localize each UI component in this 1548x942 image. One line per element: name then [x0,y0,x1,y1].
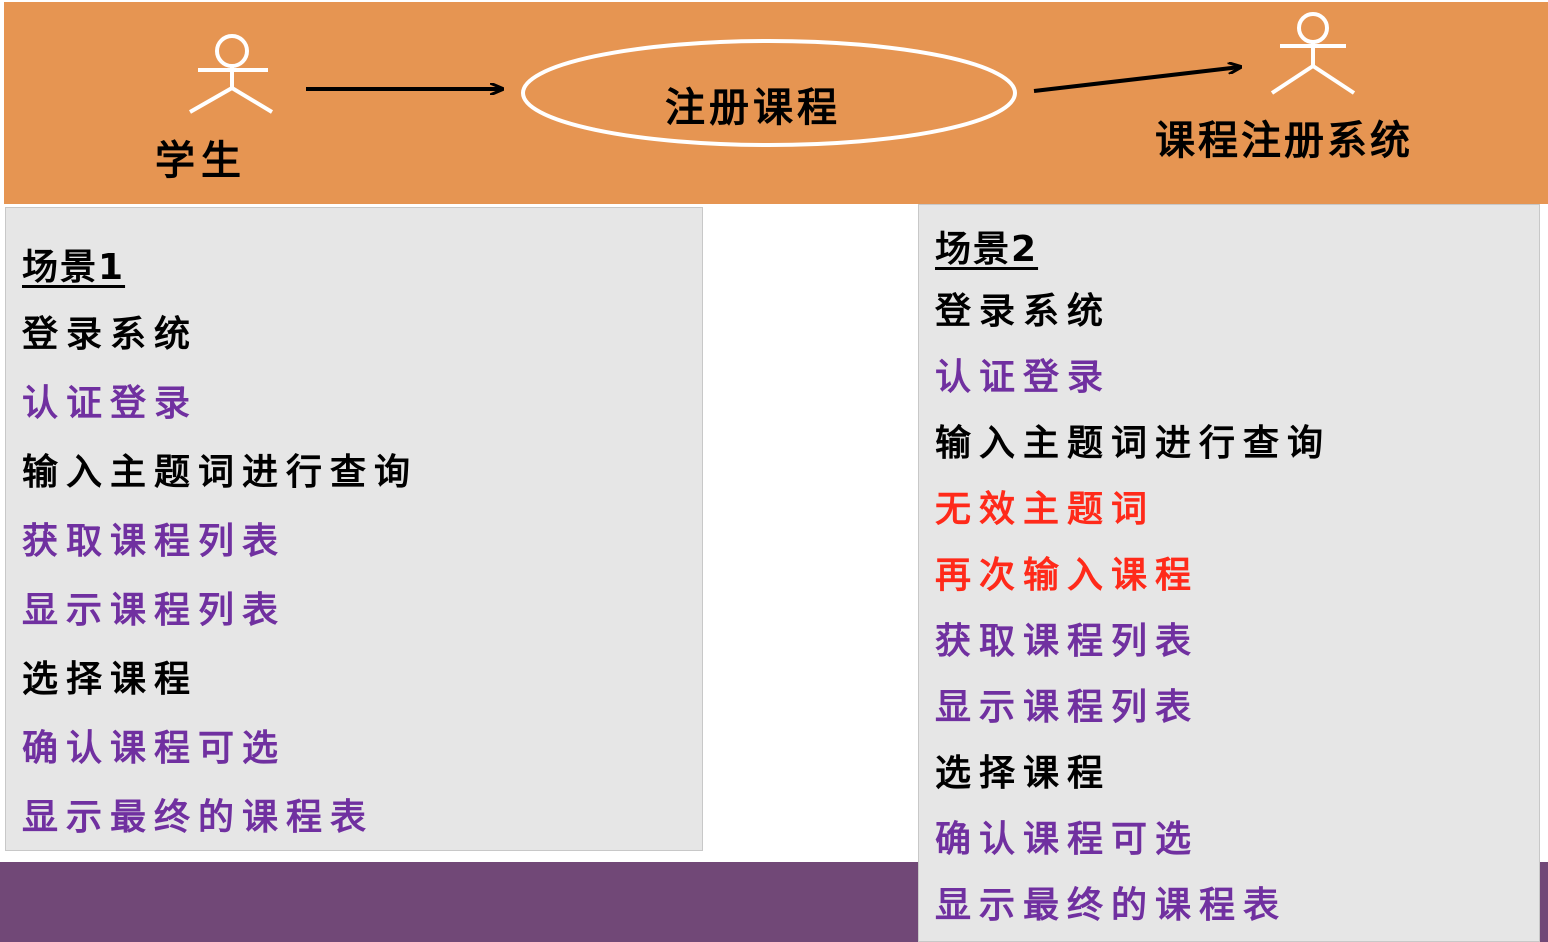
student-actor-label: 学生 [155,138,247,184]
scenario-2-step: 显示课程列表 [935,687,1200,728]
scenario-2-step: 再次输入课程 [935,555,1200,596]
use-case-diagram [189,12,1356,147]
use-case-label: 注册课程 [665,85,841,131]
scenario-2-title: 场景2 [935,229,1039,270]
scenario-1-panel [5,207,703,851]
scenario-2-step: 显示最终的课程表 [935,885,1288,926]
student-actor-icon [189,34,274,114]
scenario-2-step: 认证登录 [935,357,1112,398]
scenario-2-step: 登录系统 [935,291,1112,332]
scenario-2-step: 无效主题词 [935,489,1156,530]
scenario-1-step: 认证登录 [22,383,199,424]
system-actor-label: 课程注册系统 [1155,118,1413,164]
scenario-1-step: 显示最终的课程表 [22,797,375,838]
scenario-2-step: 确认课程可选 [935,819,1200,860]
scenario-1-title: 场景1 [22,247,126,288]
system-actor-icon [1270,12,1356,95]
scenario-1-step: 确认课程可选 [22,728,287,769]
scenario-2-step: 获取课程列表 [935,621,1200,662]
header-band [4,2,1548,204]
scenario-2-step: 输入主题词进行查询 [935,423,1332,464]
scenario-1-step: 输入主题词进行查询 [22,452,419,493]
scenario-1-step: 选择课程 [22,659,199,700]
scenario-2-panel [918,204,1540,942]
scenario-1-step: 获取课程列表 [22,521,287,562]
scenario-2-step: 选择课程 [935,753,1112,794]
association-arrow-2 [1033,67,1240,93]
use-case-ellipse [521,39,1017,147]
scenario-1-step: 显示课程列表 [22,590,287,631]
scenario-1-step: 登录系统 [22,314,199,355]
